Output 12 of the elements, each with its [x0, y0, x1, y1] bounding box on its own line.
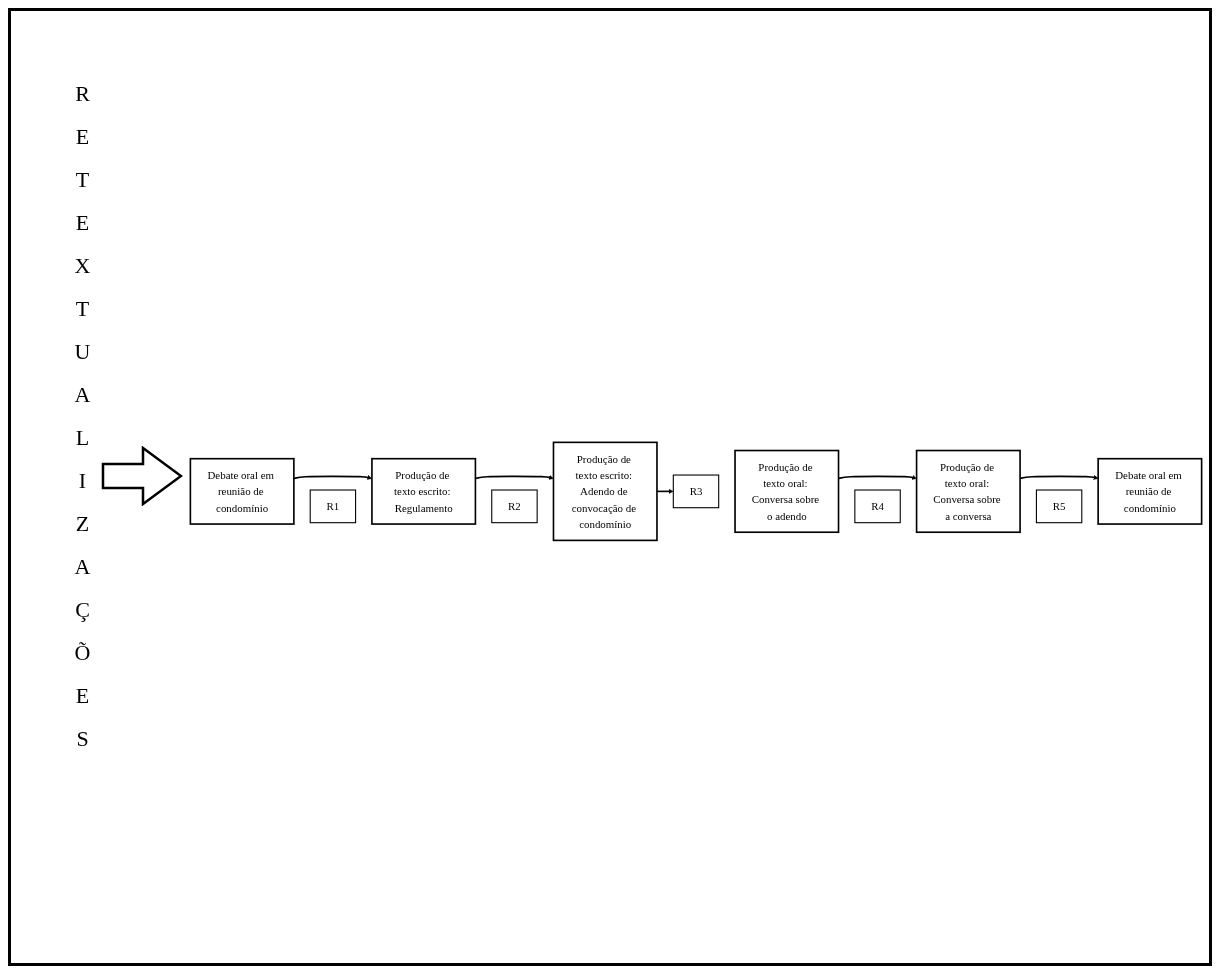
node-box: R5 — [1035, 489, 1083, 523]
node-box: Produção de texto escrito: Adendo de convocação de condomínio — [552, 441, 658, 541]
node-box: Produção de texto oral: Conversa sobre o adendo — [734, 449, 840, 533]
node-box: Produção de texto escrito: Regulamento — [371, 457, 477, 525]
node-box: R3 — [672, 474, 720, 508]
node-box: Debate oral em reunião de condomínio — [1097, 457, 1203, 525]
node-box: Produção de texto oral: Conversa sobre a conversa — [915, 449, 1021, 533]
vertical-label: RETEXTUALIZAÇÕES — [71, 81, 93, 769]
node-box: Debate oral em reunião de condomínio — [189, 457, 295, 525]
node-box: R4 — [854, 489, 901, 523]
node-box: R1 — [309, 489, 357, 523]
node-box: R2 — [491, 489, 538, 523]
